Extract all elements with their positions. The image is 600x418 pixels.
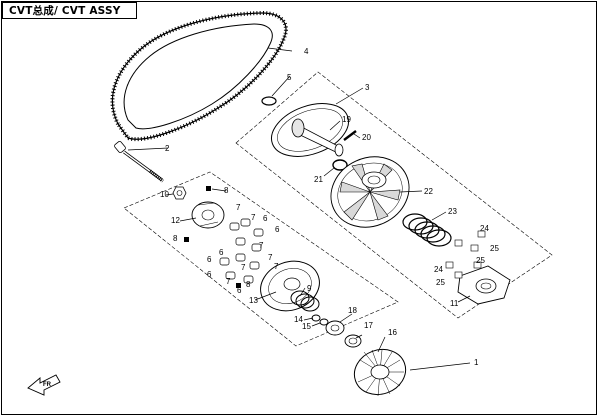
spring-cap-part (457, 265, 511, 305)
driven-spring-part (402, 213, 452, 247)
callout-14: 14 (294, 315, 303, 324)
driven-clutch-group-outline (235, 71, 553, 319)
callout-6: 6 (219, 248, 224, 257)
callout-16: 16 (388, 328, 397, 337)
callout-4: 4 (304, 47, 309, 56)
drive-belt-icon (110, 10, 288, 142)
callout-6: 6 (275, 225, 280, 234)
roller-weight-cluster (219, 218, 264, 284)
washer-part-15 (319, 318, 329, 326)
callout-7: 7 (259, 241, 264, 250)
ring-part-21 (332, 159, 348, 171)
pin-part-20 (343, 130, 357, 141)
callout-13: 13 (249, 296, 258, 305)
driven-movable-sheave-part (330, 156, 410, 228)
front-arrow-label: FR (43, 382, 52, 388)
callout-1: 1 (474, 358, 479, 367)
bushing-part-18 (325, 320, 345, 336)
callout-12: 12 (171, 216, 180, 225)
slider-part-8b (184, 237, 189, 242)
callout-labels: 1 2 3 4 5 6 6 6 6 6 6 7 7 7 7 7 7 7 8 8 … (160, 47, 499, 367)
drive-spring-part (290, 290, 320, 312)
callout-24: 24 (434, 265, 443, 274)
slider-part-8c (236, 283, 241, 288)
cam-roller-parts (445, 230, 486, 279)
slider-part-8a (206, 186, 211, 191)
callout-7: 7 (274, 262, 279, 271)
front-direction-arrow-icon: FR (27, 374, 61, 396)
driven-fixed-sheave-part (271, 103, 349, 157)
callout-25: 25 (490, 244, 499, 253)
callout-5: 5 (287, 73, 292, 82)
callout-9: 9 (307, 284, 312, 293)
callout-7: 7 (268, 253, 273, 262)
drive-fixed-sheave-part (353, 348, 407, 397)
callout-22: 22 (424, 187, 433, 196)
callout-7: 7 (226, 277, 231, 286)
callout-24: 24 (480, 224, 489, 233)
callout-25: 25 (436, 278, 445, 287)
o-ring-part-5 (261, 96, 277, 106)
leader-lines (127, 47, 471, 371)
callout-8: 8 (224, 186, 229, 195)
drive-clutch-group-outline (123, 171, 399, 347)
callout-7: 7 (241, 263, 246, 272)
diagram-title: CVT总成/ CVT ASSY (2, 2, 137, 19)
nut-part-10 (172, 186, 187, 200)
callout-6: 6 (237, 286, 242, 295)
callout-18: 18 (348, 306, 357, 315)
drive-cover-part (191, 201, 225, 229)
callout-3: 3 (365, 83, 370, 92)
washer-part-14 (311, 314, 321, 322)
callout-6: 6 (207, 270, 212, 279)
callout-21: 21 (314, 175, 323, 184)
callout-15: 15 (302, 322, 311, 331)
callout-7: 7 (251, 213, 256, 222)
callout-8: 8 (246, 280, 251, 289)
callout-6: 6 (263, 214, 268, 223)
callout-6: 6 (207, 255, 212, 264)
callout-25: 25 (476, 256, 485, 265)
callout-23: 23 (448, 207, 457, 216)
callout-11: 11 (450, 299, 459, 308)
callout-10: 10 (160, 190, 169, 199)
callout-7: 7 (236, 203, 241, 212)
callout-8: 8 (173, 234, 178, 243)
callout-19: 19 (342, 115, 351, 124)
bushing-part-17 (344, 334, 362, 348)
callout-17: 17 (364, 321, 373, 330)
callout-2: 2 (165, 144, 170, 153)
bolt-icon (114, 141, 165, 183)
callout-20: 20 (362, 133, 371, 142)
